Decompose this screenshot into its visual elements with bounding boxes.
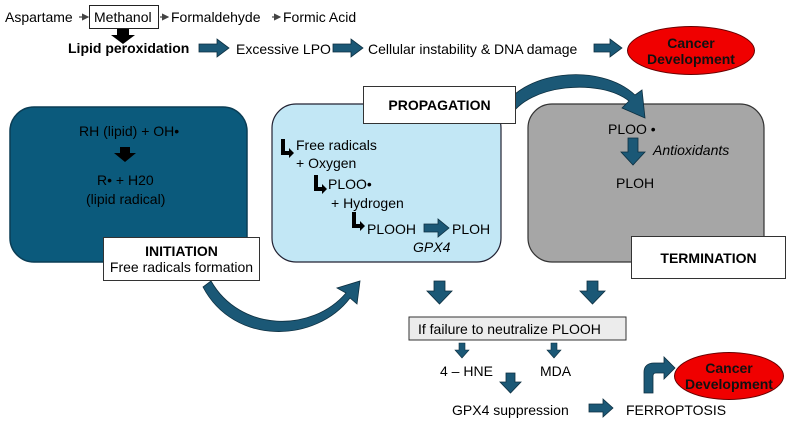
failure-box	[408, 316, 627, 341]
termination-label-text: TERMINATION	[660, 249, 757, 266]
propagation-label-box: PROPAGATION	[363, 86, 516, 124]
methanol-box	[89, 5, 159, 29]
formic-acid-text: Formic Acid	[283, 9, 357, 25]
propagation-to-termination-curve	[499, 74, 646, 119]
gpx4-text: GPX4	[413, 239, 451, 255]
termination-ploh-text: PLOH	[616, 175, 655, 191]
initiation-to-propagation-curve	[202, 280, 361, 332]
gpx4-suppression-text: GPX4 suppression	[452, 402, 569, 418]
cancer-bottom-line1: Cancer	[705, 360, 753, 376]
hne-down-arrow	[454, 342, 470, 359]
oxygen-text: + Oxygen	[296, 155, 357, 171]
lipid-arrow-2	[332, 38, 364, 58]
propagation-label-text: PROPAGATION	[388, 97, 491, 113]
ferroptosis-text: FERROPTOSIS	[626, 402, 727, 418]
free-radicals-text: Free radicals	[296, 137, 377, 153]
ploh-text: PLOH	[452, 221, 491, 237]
formaldehyde-text: Formaldehyde	[171, 9, 261, 25]
initiation-line2: R• + H20	[97, 172, 154, 188]
cellular-instability-text: Cellular instability & DNA damage	[368, 41, 578, 57]
termination-down-arrow	[620, 137, 646, 166]
methanol-down-arrow	[111, 29, 135, 44]
elbow-arrow-1	[281, 139, 294, 158]
failure-text: If failure to neutralize PLOOH	[418, 321, 601, 337]
gpx4-to-ferroptosis-arrow	[588, 398, 614, 418]
cancer-bottom-line2: Development	[685, 376, 773, 392]
initiation-label-sub: Free radicals formation	[109, 259, 254, 275]
termination-plooo-text: PLOO •	[608, 121, 656, 137]
initiation-label-title: INITIATION	[145, 243, 218, 259]
hne-text: 4 – HNE	[440, 363, 493, 379]
ferroptosis-to-cancer-arrow	[643, 356, 676, 394]
antioxidants-text: Antioxidants	[653, 142, 730, 158]
plooh-to-ploh-arrow	[423, 218, 450, 238]
initiation-down-arrow	[114, 147, 136, 162]
mda-down-arrow	[546, 342, 562, 359]
elbow-arrow-3	[352, 212, 365, 231]
methanol-text: Methanol	[94, 9, 152, 25]
plooh-text: PLOOH	[367, 221, 417, 237]
plooo-text: PLOO•	[328, 176, 372, 192]
initiation-label-box: INITIATION Free radicals formation	[103, 237, 260, 281]
propagation-down-arrow	[426, 280, 453, 305]
elbow-arrow-2	[314, 175, 327, 194]
hydrogen-text: + Hydrogen	[331, 195, 404, 211]
initiation-line1: RH (lipid) + OH•	[79, 123, 180, 139]
cancer-top-line2: Development	[647, 50, 735, 67]
hne-to-gpx4-arrow	[499, 372, 522, 394]
termination-label-box: TERMINATION	[631, 236, 786, 279]
propagation-panel	[271, 103, 502, 263]
lipid-arrow-3	[593, 38, 623, 58]
initiation-line3: (lipid radical)	[86, 191, 166, 207]
aspartame-text: Aspartame	[5, 9, 73, 25]
excessive-lpo-text: Excessive LPO	[236, 41, 331, 57]
lipid-peroxidation-text: Lipid peroxidation	[68, 40, 190, 56]
lipid-arrow-1	[198, 38, 230, 58]
termination-down-arrow-2	[579, 280, 606, 305]
cancer-top-line1: Cancer	[667, 34, 715, 51]
mda-text: MDA	[540, 363, 572, 379]
